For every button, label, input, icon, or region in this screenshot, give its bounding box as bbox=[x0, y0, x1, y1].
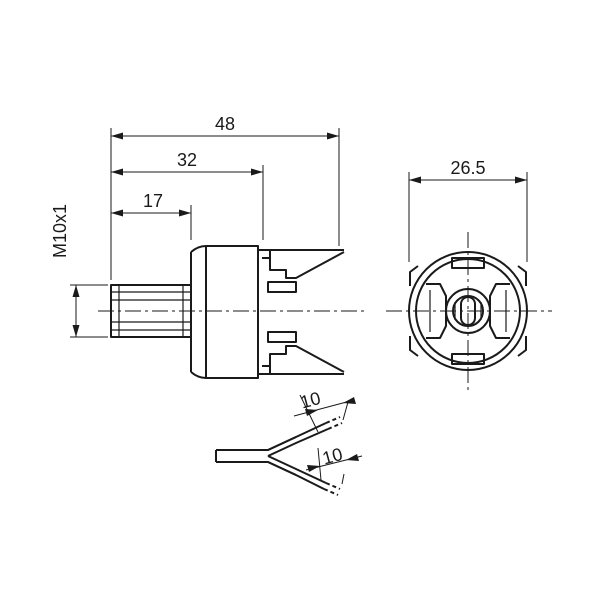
lower-terminal bbox=[262, 345, 345, 374]
dim-strip-upper: 10 bbox=[293, 388, 356, 433]
left-lug-top bbox=[409, 265, 419, 286]
holder-body bbox=[190, 245, 344, 379]
front-view bbox=[386, 232, 552, 392]
contact-pins bbox=[267, 281, 297, 343]
dim-body-length: 32 bbox=[111, 150, 264, 240]
upper-conductor bbox=[267, 422, 329, 457]
dim-diameter: 26.5 bbox=[408, 158, 528, 262]
dim-thread-size: M10x1 bbox=[50, 204, 108, 338]
label-strip-upper: 10 bbox=[298, 388, 323, 413]
cable-detail bbox=[215, 416, 343, 496]
right-lug-top bbox=[517, 265, 527, 286]
side-view bbox=[98, 245, 364, 379]
label-thread-size: M10x1 bbox=[50, 204, 70, 258]
right-lug-bottom bbox=[517, 336, 527, 357]
dim-overall-length: 48 bbox=[110, 114, 340, 280]
label-diameter: 26.5 bbox=[450, 158, 485, 178]
dim-thread-length: 17 bbox=[111, 191, 192, 240]
left-lug-bottom bbox=[409, 336, 419, 357]
label-thread-length: 17 bbox=[143, 191, 163, 211]
label-strip-lower: 10 bbox=[320, 444, 345, 469]
label-overall-length: 48 bbox=[215, 114, 235, 134]
lower-conductor bbox=[267, 455, 327, 490]
label-body-length: 32 bbox=[177, 150, 197, 170]
upper-terminal bbox=[262, 250, 345, 279]
